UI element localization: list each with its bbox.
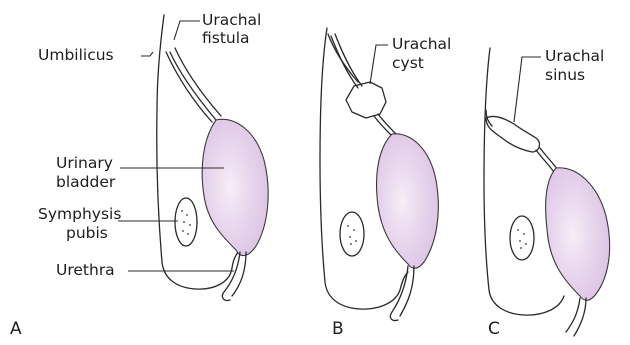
urachus-upper-b-inner <box>335 34 362 86</box>
label-urachal-fistula-line1: Urachal <box>202 11 261 29</box>
urachal-sinus <box>486 116 539 152</box>
panel-letter-c: C <box>488 319 500 339</box>
urinary-bladder-c <box>546 168 610 300</box>
urachal-cyst <box>346 82 386 118</box>
panel-a: Urachal fistula Umbilicus Urinary bladde… <box>10 11 268 339</box>
label-symphysis-pubis-line2: pubis <box>66 224 108 242</box>
urinary-bladder-b <box>377 134 439 268</box>
panel-b: Urachal cyst B <box>320 28 451 339</box>
label-urethra: Urethra <box>56 261 115 279</box>
panel-c: Urachal sinus C <box>484 47 610 339</box>
panel-letter-a: A <box>10 319 22 339</box>
label-urachal-sinus-line1: Urachal <box>545 47 604 65</box>
label-urachal-sinus-line2: sinus <box>545 66 585 84</box>
leader-umbilicus <box>141 52 153 56</box>
urethra-c <box>566 298 580 332</box>
symphysis-pubis-c <box>510 216 534 260</box>
urethra-c-inner <box>574 298 586 336</box>
symphysis-pubis-a <box>175 198 197 246</box>
leader-urachal-fistula <box>174 21 200 40</box>
label-urinary-bladder-line1: Urinary <box>56 154 113 172</box>
symphysis-pubis-b <box>340 212 364 256</box>
label-urachal-cyst-line1: Urachal <box>392 35 451 53</box>
outer-wall-a <box>166 52 212 122</box>
urinary-bladder-a <box>202 119 268 255</box>
label-urachal-fistula-line2: fistula <box>202 29 250 47</box>
urachus-lower-b <box>374 116 392 136</box>
urachus-upper-b <box>331 36 358 88</box>
label-umbilicus: Umbilicus <box>38 46 114 64</box>
leader-urachal-cyst <box>370 45 388 84</box>
label-urachal-cyst-line2: cyst <box>392 54 424 72</box>
label-urinary-bladder-line2: bladder <box>56 173 116 191</box>
leader-urachal-sinus <box>514 57 541 122</box>
urachal-fistula-tube <box>170 52 216 120</box>
panel-letter-b: B <box>332 319 344 339</box>
label-symphysis-pubis-line1: Symphysis <box>38 205 121 223</box>
urethra-a <box>222 252 240 300</box>
